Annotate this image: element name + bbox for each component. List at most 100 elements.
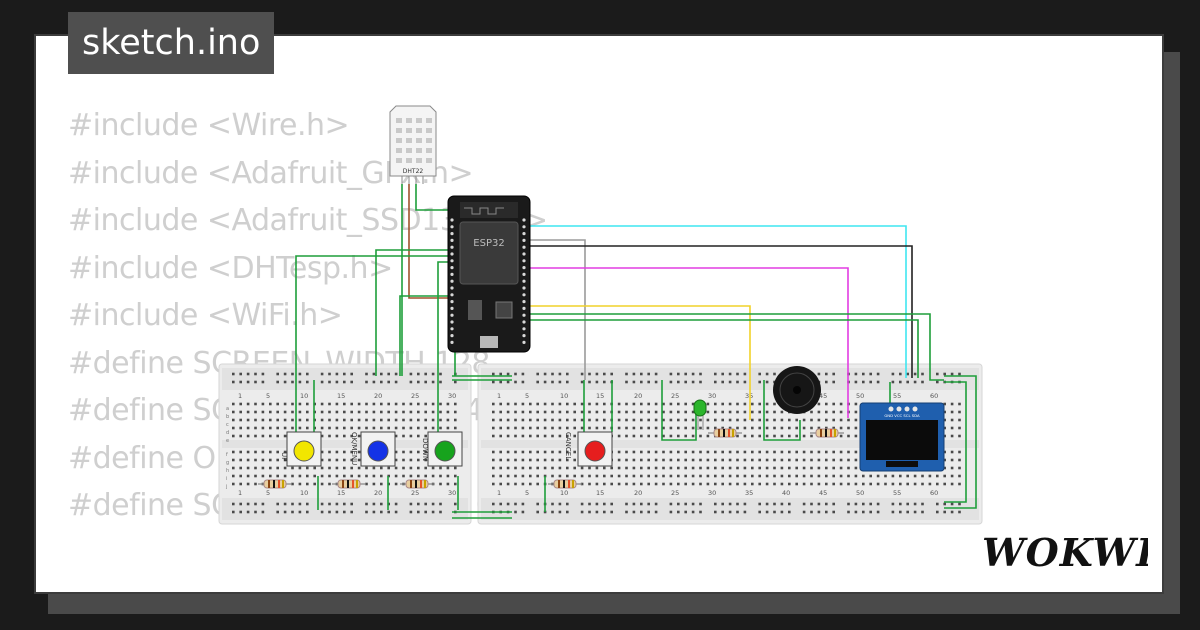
breadboard-hole [573, 434, 576, 438]
breadboard-hole [276, 502, 279, 506]
breadboard-hole [632, 434, 636, 438]
column-numbers: 1 5 10 15 20 25 30 1 5 10 15 20 25 30 35… [238, 392, 938, 497]
breadboard-hole [950, 402, 954, 406]
breadboard-hole [276, 474, 279, 478]
breadboard-hole [492, 418, 495, 422]
breadboard-hole [394, 380, 398, 384]
green-led[interactable] [693, 399, 707, 430]
breadboard-hole [261, 380, 265, 384]
breadboard-hole [551, 372, 554, 376]
breadboard-hole [677, 434, 680, 438]
breadboard-hole [335, 410, 339, 414]
breadboard-hole [595, 372, 599, 376]
button-down[interactable]: DOWN [421, 431, 463, 467]
breadboard-hole [543, 434, 547, 438]
breadboard-hole [788, 466, 791, 470]
esp32-pin [450, 340, 454, 344]
breadboard-hole [899, 510, 902, 514]
breadboard-hole [758, 402, 761, 406]
breadboard-hole [795, 474, 798, 478]
breadboard-hole [558, 466, 562, 470]
breadboard-hole [654, 450, 658, 454]
breadboard-hole [677, 466, 680, 470]
button-cancel[interactable]: CANCEL [564, 431, 613, 467]
breadboard-hole [261, 426, 265, 430]
esp32-pin [450, 293, 454, 297]
breadboard-hole [802, 482, 806, 486]
esp32-pin [522, 286, 526, 290]
breadboard-hole [306, 482, 309, 486]
breadboard-hole [765, 402, 769, 406]
breadboard-hole [617, 450, 621, 454]
esp32-board[interactable]: ESP32 [447, 195, 531, 353]
breadboard-hole [958, 502, 961, 506]
dht22-sensor[interactable]: DHT22 [389, 105, 437, 184]
breadboard-hole [810, 510, 813, 514]
breadboard-hole [573, 426, 576, 430]
breadboard-hole [647, 410, 650, 414]
breadboard-hole [765, 434, 769, 438]
breadboard-hole [595, 510, 599, 514]
breadboard-hole [276, 426, 279, 430]
breadboard-hole [677, 510, 680, 514]
breadboard-hole [684, 482, 687, 486]
breadboard-hole [306, 502, 309, 506]
breadboard-hole [736, 380, 739, 384]
breadboard-hole [854, 474, 858, 478]
breadboard-hole [817, 402, 821, 406]
breadboard-hole [283, 466, 287, 470]
breadboard-hole [625, 466, 628, 470]
breadboard-hole [239, 482, 242, 486]
breadboard-hole [551, 380, 554, 384]
breadboard-hole [743, 482, 747, 486]
breadboard-hole [454, 502, 457, 506]
breadboard-hole [876, 502, 880, 506]
breadboard-hole [439, 380, 442, 384]
buzzer[interactable] [773, 366, 821, 414]
breadboard-hole [499, 410, 502, 414]
breadboard-hole [566, 466, 569, 470]
breadboard-hole [365, 402, 368, 406]
resistor [708, 428, 742, 438]
breadboard-hole [232, 402, 235, 406]
col-number: 15 [337, 392, 345, 400]
breadboard-hole [246, 410, 250, 414]
breadboard-hole [595, 502, 599, 506]
breadboard-hole [261, 418, 265, 422]
breadboard-hole [899, 372, 902, 376]
breadboard-hole [306, 410, 309, 414]
col-number: 1 [497, 392, 501, 400]
breadboard-hole [580, 410, 584, 414]
breadboard-hole [802, 502, 806, 506]
col-number: 10 [560, 392, 568, 400]
breadboard-hole [884, 482, 887, 486]
button-ok-menu[interactable]: OK/MENU [350, 431, 396, 467]
col-number: 35 [745, 489, 753, 497]
breadboard-hole [335, 426, 339, 430]
breadboard-hole [320, 450, 324, 454]
button-up[interactable]: UP [280, 431, 322, 467]
breadboard-hole [365, 372, 368, 376]
breadboard-hole [335, 466, 339, 470]
breadboard-hole [387, 466, 390, 470]
breadboard-hole [269, 458, 272, 462]
breadboard-hole [350, 458, 353, 462]
breadboard-hole [439, 502, 442, 506]
breadboard-hole [654, 402, 658, 406]
oled-display[interactable]: GND VCC SCL SDA [859, 402, 945, 472]
breadboard-hole [958, 450, 961, 454]
breadboard-hole [758, 372, 761, 376]
breadboard-hole [328, 510, 331, 514]
breadboard-hole [817, 450, 821, 454]
breadboard-hole [551, 450, 554, 454]
breadboard-hole [928, 482, 932, 486]
breadboard-hole [365, 482, 368, 486]
breadboard-hole [580, 402, 584, 406]
breadboard-hole [580, 502, 584, 506]
breadboard-hole [684, 434, 687, 438]
breadboard-hole [588, 510, 591, 514]
breadboard-hole [588, 426, 591, 430]
breadboard-hole [802, 434, 806, 438]
breadboard-hole [343, 450, 346, 454]
breadboard-hole [580, 418, 584, 422]
